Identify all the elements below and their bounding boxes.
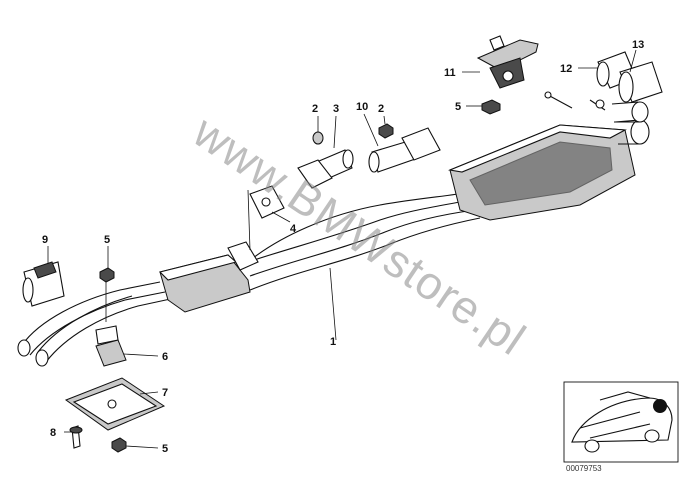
callout-5c: 5 [162, 443, 168, 455]
callout-3: 3 [333, 103, 339, 115]
callout-5a: 5 [455, 101, 461, 113]
callout-7: 7 [162, 387, 168, 399]
rubber-mount-bracket [476, 35, 539, 89]
callout-6: 6 [162, 351, 168, 363]
callout-1: 1 [330, 336, 336, 348]
callout-10: 10 [356, 101, 368, 113]
callout-12: 12 [560, 63, 572, 75]
callout-9: 9 [42, 234, 48, 246]
watermark: www.BMWstore.pl [184, 105, 536, 366]
adapter-pipe-10 [368, 127, 441, 173]
car-location-inset: 00079753 [563, 381, 679, 473]
nut-lower [111, 437, 127, 453]
adapter-pipe-3 [297, 149, 354, 189]
callout-2b: 2 [378, 103, 384, 115]
callout-2a: 2 [312, 103, 318, 115]
location-marker [653, 399, 667, 413]
tailpipe-trim-13 [618, 61, 663, 103]
callout-labels: 1 2 3 10 2 11 5 12 13 4 9 5 6 7 8 5 [42, 39, 644, 455]
nut-2b [378, 123, 394, 139]
clamp-9 [22, 261, 65, 307]
callout-4: 4 [290, 223, 297, 235]
bracket-plate-7 [64, 377, 166, 431]
nut-middle [99, 267, 115, 322]
nut-upper [481, 99, 501, 115]
exhaust-pipe-assembly [17, 191, 481, 367]
callout-5b: 5 [104, 234, 110, 246]
rear-silencer [447, 91, 650, 221]
rubber-mount-6 [95, 325, 127, 367]
bolt-8 [69, 425, 83, 449]
gasket-4 [247, 185, 285, 251]
reference-number: 00079753 [566, 464, 602, 473]
leader-lines [47, 49, 637, 449]
callout-13: 13 [632, 39, 644, 51]
callout-8: 8 [50, 427, 56, 439]
callout-11: 11 [444, 67, 456, 79]
nut-2a [312, 131, 324, 145]
